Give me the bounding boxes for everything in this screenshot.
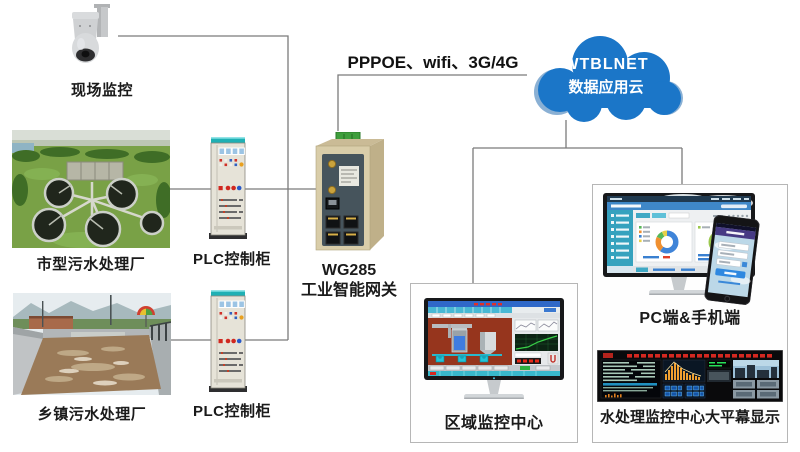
plc-cabinet-bottom-icon xyxy=(209,290,247,392)
smartphone-icon xyxy=(704,214,760,306)
gateway-model-label: WG285 xyxy=(321,262,377,279)
clients-box: PC端&手机端 xyxy=(592,184,788,443)
regional-center-label: 区域监控中心 xyxy=(444,415,544,432)
city-plant-label: 市型污水处理厂 xyxy=(36,256,146,273)
plc-bottom-label: PLC控制柜 xyxy=(192,403,271,420)
gateway-device-icon xyxy=(315,132,384,251)
plc-cabinet-top-icon xyxy=(209,137,247,239)
pc-mobile-label: PC端&手机端 xyxy=(639,310,741,327)
city-plant-photo xyxy=(12,130,170,248)
cloud-label-line2: 数据应用云 xyxy=(568,78,644,96)
scada-monitor-icon xyxy=(424,298,564,399)
town-plant-photo xyxy=(13,293,171,395)
cloud-label-line1: WTBLNET xyxy=(563,55,649,73)
cctv-camera-icon xyxy=(72,4,110,63)
plc-top-label: PLC控制柜 xyxy=(192,251,271,268)
cloud-label: WTBLNET 数据应用云 xyxy=(526,28,686,124)
gateway-name-label: 工业智能网关 xyxy=(300,282,397,299)
regional-center-box: 区域监控中心 xyxy=(410,283,578,443)
uplink-protocols-label: PPPOE、wifi、3G/4G xyxy=(347,53,519,72)
camera-label: 现场监控 xyxy=(70,82,133,99)
town-plant-label: 乡镇污水处理厂 xyxy=(37,406,147,423)
big-screen-icon xyxy=(597,350,783,402)
big-screen-label: 水处理监控中心大平幕显示 xyxy=(599,409,780,426)
cloud-icon xyxy=(534,36,683,122)
